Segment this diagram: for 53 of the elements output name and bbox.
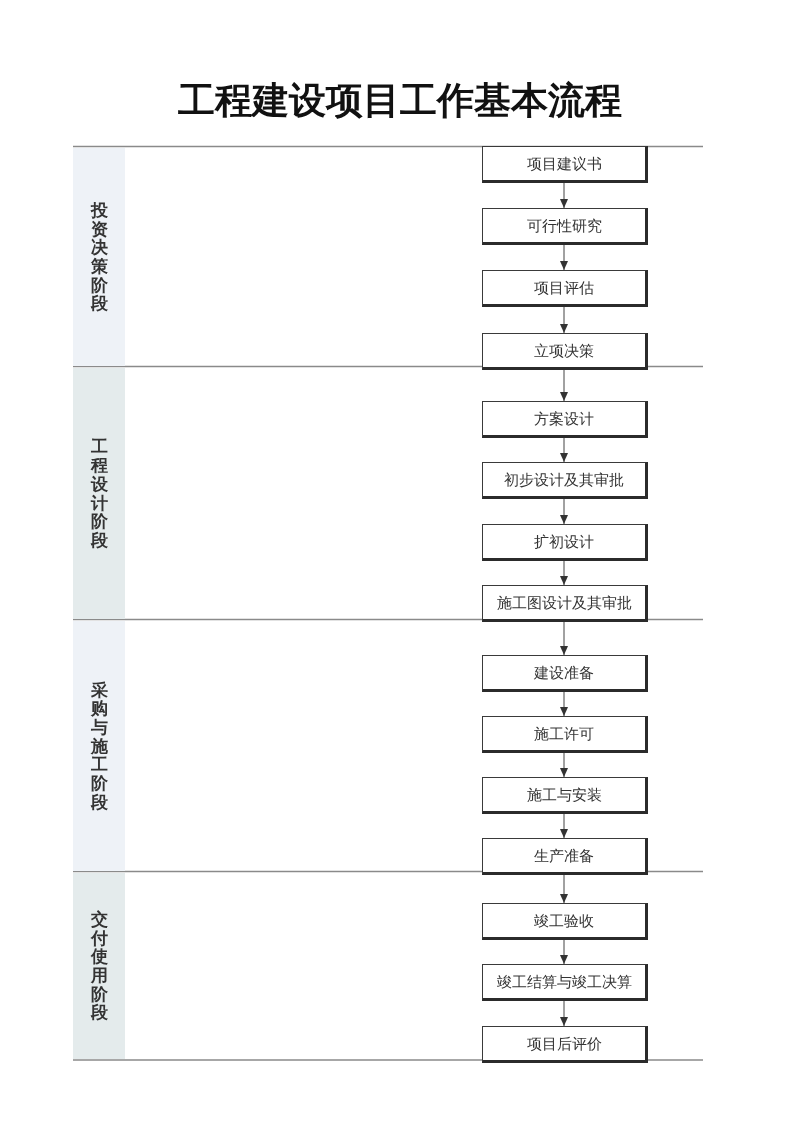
- process-box: [482, 208, 648, 245]
- flow-arrow: [560, 752, 568, 778]
- step-text: 项目后评价: [526, 1034, 602, 1053]
- lane-header: [73, 621, 125, 871]
- flow-arrow: [560, 306, 568, 334]
- flow-arrow: [560, 182, 568, 209]
- step-text: 施工与安装: [526, 785, 602, 804]
- step-text: 施工许可: [534, 724, 594, 743]
- diagram-title: 工程建设项目工作基本流程: [178, 78, 622, 124]
- process-box: [482, 270, 648, 307]
- flow-arrow: [560, 621, 568, 656]
- flow-arrow: [560, 813, 568, 839]
- lane-header: [73, 873, 125, 1059]
- step-text: 竣工验收: [534, 911, 594, 930]
- flow-arrow: [560, 691, 568, 717]
- lane-title: 采购与施工阶段: [90, 680, 108, 812]
- flow-arrow: [560, 1000, 568, 1027]
- step-text: 建设准备: [534, 663, 594, 682]
- process-box: [482, 964, 648, 1001]
- step-text: 生产准备: [534, 846, 594, 865]
- flow-arrow: [560, 437, 568, 463]
- flow-arrow: [560, 498, 568, 525]
- process-box: [482, 333, 648, 370]
- process-box: [482, 524, 648, 561]
- step-text: 竣工结算与竣工决算: [496, 972, 632, 991]
- flow-arrow: [560, 874, 568, 904]
- flow-arrow: [560, 244, 568, 271]
- lane-title: 投资决策阶段: [90, 200, 108, 314]
- step-text: 施工图设计及其审批: [496, 593, 632, 612]
- step-text: 方案设计: [534, 409, 594, 428]
- process-box: [482, 777, 648, 814]
- lane-title: 工程设计阶段: [90, 437, 108, 550]
- process-box: [482, 903, 648, 940]
- lane-header: [73, 148, 125, 366]
- process-box: [482, 655, 648, 692]
- process-box: [482, 716, 648, 753]
- step-text: 初步设计及其审批: [504, 470, 624, 489]
- process-box: [482, 146, 648, 183]
- flow-arrow: [560, 369, 568, 402]
- step-text: 项目建议书: [526, 154, 602, 173]
- process-box: [482, 585, 648, 622]
- step-text: 立项决策: [534, 341, 594, 360]
- lane-title: 交付使用阶段: [90, 909, 108, 1023]
- process-box: [482, 1026, 648, 1063]
- step-text: 扩初设计: [534, 532, 594, 551]
- flow-arrow: [560, 939, 568, 965]
- step-text: 可行性研究: [526, 216, 602, 235]
- process-box: [482, 838, 648, 875]
- process-box: [482, 462, 648, 499]
- lane-header: [73, 368, 125, 619]
- process-box: [482, 401, 648, 438]
- step-text: 项目评估: [534, 278, 594, 297]
- flow-arrow: [560, 560, 568, 586]
